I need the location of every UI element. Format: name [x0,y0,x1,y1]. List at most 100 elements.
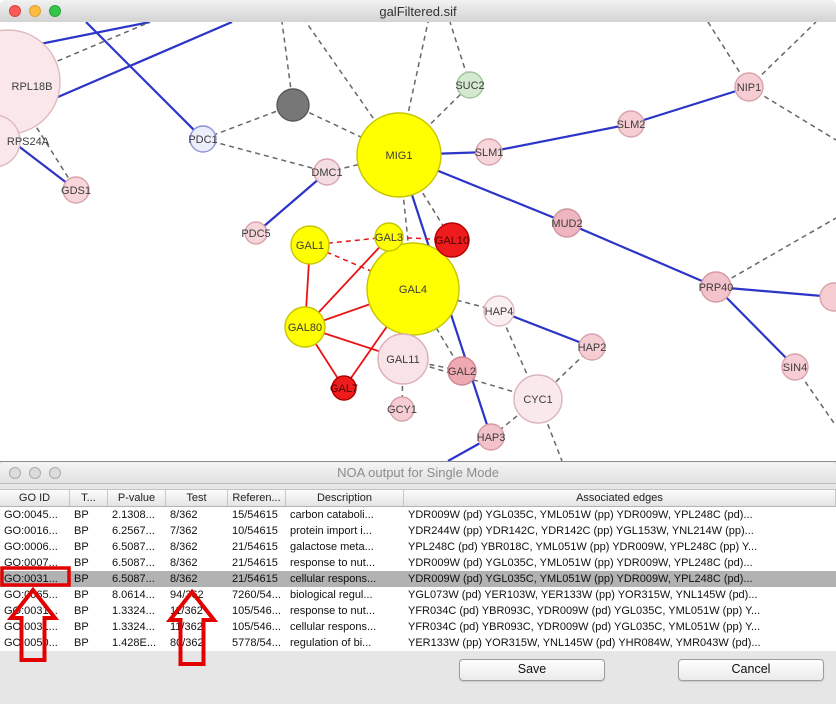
node-label-slm1: SLM1 [475,147,504,159]
edge-blue [498,309,593,349]
zoom-button[interactable] [49,467,61,479]
minimize-button[interactable] [29,467,41,479]
node-slm1[interactable] [475,138,503,166]
node-label-hap3: HAP3 [477,432,506,444]
table-cell: YFR034C (pd) YBR093C, YDR009W (pd) YGL03… [408,605,761,617]
node-suc2[interactable] [456,71,484,99]
table-cell: 10/54615 [232,525,278,537]
node-pdc1[interactable] [189,125,217,153]
table-cell: BP [74,509,89,521]
column-header-go-id[interactable]: GO ID [0,490,70,506]
edge-dashed [498,310,539,400]
node-label-gal3: GAL3 [375,232,403,244]
save-button[interactable]: Save [459,659,605,681]
node-gds1[interactable] [62,176,90,204]
table-cell: GO:0045... [4,509,58,521]
column-header-p-value[interactable]: P-value [108,490,166,506]
noa-window-titlebar[interactable]: NOA output for Single Mode [0,462,836,484]
table-cell: YDR009W (pd) YGL035C, YML051W (pp) YDR00… [408,573,753,585]
node-gal3[interactable] [374,222,404,252]
close-button[interactable] [9,467,21,479]
table-cell: GO:0016... [4,525,58,537]
node-gal11[interactable] [377,333,429,385]
node-label-gal1: GAL1 [296,240,324,252]
table-cell: 6.5087... [112,557,155,569]
table-cell: BP [74,589,89,601]
node-sin4[interactable] [781,353,809,381]
table-cell: 8.0614... [112,589,155,601]
table-cell: response to nut... [290,557,375,569]
edge-dashed [7,22,151,83]
edge-dashed [202,104,294,140]
table-cell: YDR244W (pp) YDR142C, YDR142C (pp) YGL15… [408,525,754,537]
edge-dashed [715,217,836,288]
node-gal80[interactable] [284,306,326,348]
node-gray1[interactable] [276,88,310,122]
node-slm2[interactable] [617,110,645,138]
table-cell: 8/362 [170,541,198,553]
network-window-titlebar[interactable]: galFiltered.sif [0,0,836,23]
node-label-cyc1: CYC1 [523,394,552,406]
cancel-button[interactable]: Cancel [678,659,824,681]
node-hap4[interactable] [483,295,515,327]
column-header-associated-edges[interactable]: Associated edges [404,490,836,506]
table-cell: GO:0050... [4,637,58,649]
column-header-t[interactable]: T... [70,490,108,506]
node-gal4[interactable] [366,242,460,336]
node-cyc1[interactable] [513,374,563,424]
edge-dashed [398,84,471,156]
edge-dashed [202,138,328,173]
zoom-button[interactable] [49,5,61,17]
node-gal2[interactable] [447,356,477,386]
node-nip1[interactable] [734,72,764,102]
table-cell: GO:0031... [4,621,58,633]
table-cell: GO:0031... [4,605,58,617]
node-gal1[interactable] [290,225,330,265]
node-label-gal7: GAL7 [330,383,358,395]
node-gal7[interactable] [331,375,357,401]
node-mud2[interactable] [552,208,582,238]
node-prp40[interactable] [700,271,732,303]
edge-blue [715,286,796,368]
node-pdc5[interactable] [244,221,268,245]
table-cell: 94/362 [170,589,204,601]
table-cell: GO:0065... [4,589,58,601]
node-dmc1[interactable] [313,158,341,186]
table-cell: cellular respons... [290,621,377,633]
column-header-test[interactable]: Test [166,490,228,506]
node-gal10[interactable] [434,222,470,258]
table-cell: 21/54615 [232,557,278,569]
node-label-slm2: SLM2 [617,119,646,131]
node-rps24a[interactable] [0,114,21,168]
table-cell: YFR034C (pd) YBR093C, YDR009W (pd) YGL03… [408,621,761,633]
network-canvas[interactable]: RPL18BRPS24AGDS1PDC1DMC1MIG1SUC2SLM1SLM2… [0,22,836,461]
node-hap3[interactable] [477,423,505,451]
node-gcy1[interactable] [389,396,415,422]
column-header-referen[interactable]: Referen... [228,490,286,506]
minimize-button[interactable] [29,5,41,17]
close-button[interactable] [9,5,21,17]
node-msn4[interactable] [819,282,836,312]
table-cell: cellular respons... [290,573,377,585]
edge-blue [488,122,632,154]
table-cell: GO:0006... [4,541,58,553]
table-cell: YGL073W (pd) YER103W, YER133W (pp) YOR31… [408,589,758,601]
column-header-description[interactable]: Description [286,490,404,506]
node-hap2[interactable] [578,333,606,361]
window-title: NOA output for Single Mode [337,465,499,480]
node-mig1[interactable] [356,112,442,198]
edge-blue [630,85,750,126]
table-cell: 7260/54... [232,589,281,601]
table-cell: BP [74,621,89,633]
